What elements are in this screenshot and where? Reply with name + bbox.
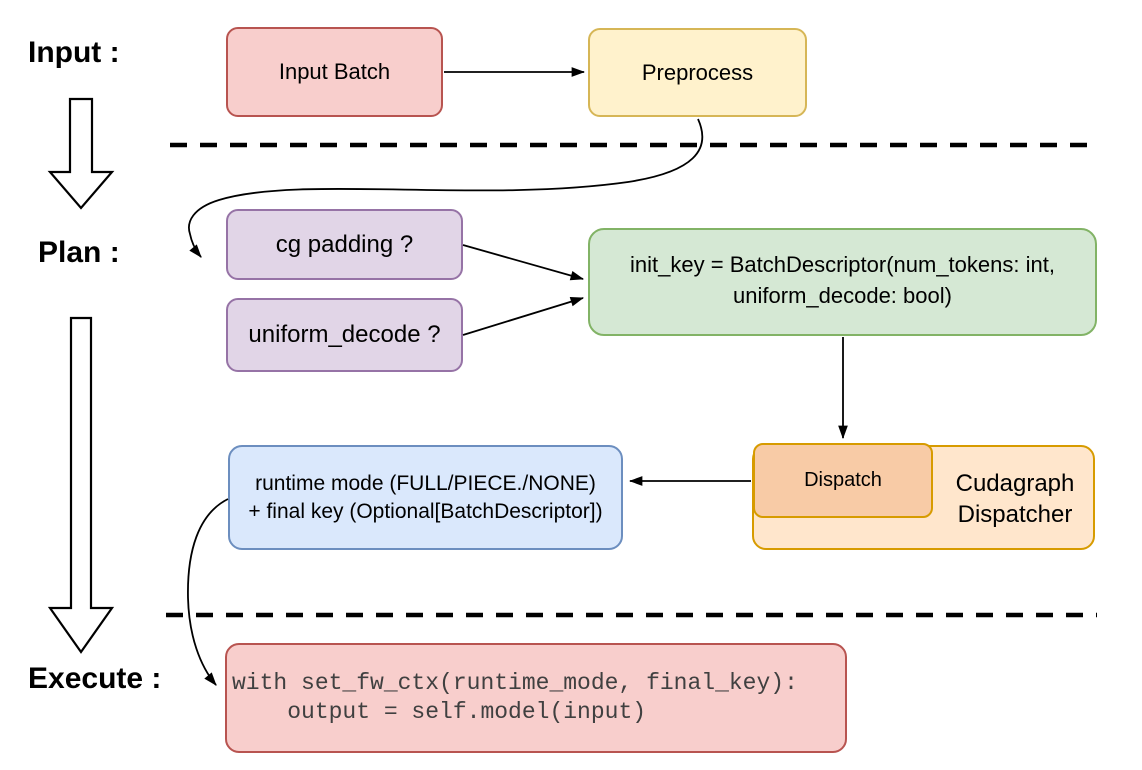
cudagraph-dispatcher-line1: Cudagraph <box>955 470 1075 497</box>
node-input-batch: Input Batch <box>226 27 443 117</box>
stage-label-input: Input : <box>28 36 120 69</box>
node-cg-padding: cg padding ? <box>226 209 463 280</box>
execute-code-line2: output = self.model(input) <box>232 699 647 725</box>
node-execute-code: with set_fw_ctx(runtime_mode, final_key)… <box>225 643 847 753</box>
arrow-cg-padding-to-init-key <box>462 244 585 281</box>
arrow-runtime-mode-to-execute-code <box>187 498 229 686</box>
input-to-plan-block-arrow <box>47 97 115 210</box>
plan-to-execute-block-arrow <box>47 316 115 654</box>
node-uniform-decode: uniform_decode ? <box>226 298 463 372</box>
runtime-mode-line2: + final key (Optional[BatchDescriptor]) <box>248 499 603 523</box>
node-init-key: init_key = BatchDescriptor(num_tokens: i… <box>588 228 1097 336</box>
init-key-line2: uniform_decode: bool) <box>733 283 952 308</box>
runtime-mode-line1: runtime mode (FULL/PIECE./NONE) <box>255 471 596 495</box>
node-preprocess: Preprocess <box>588 28 807 117</box>
cudagraph-dispatcher-line2: Dispatcher <box>957 501 1073 528</box>
cudagraph-dispatcher-label: Cudagraph Dispatcher <box>930 468 1100 530</box>
arrow-uniform-decode-to-init-key <box>462 297 585 336</box>
stage-label-execute: Execute : <box>28 662 162 695</box>
node-dispatch: Dispatch <box>753 443 933 518</box>
init-key-line1: init_key = BatchDescriptor(num_tokens: i… <box>630 252 1055 277</box>
node-runtime-mode: runtime mode (FULL/PIECE./NONE) + final … <box>228 445 623 550</box>
execute-code-line1: with set_fw_ctx(runtime_mode, final_key)… <box>232 670 798 696</box>
stage-label-plan: Plan : <box>38 236 120 269</box>
